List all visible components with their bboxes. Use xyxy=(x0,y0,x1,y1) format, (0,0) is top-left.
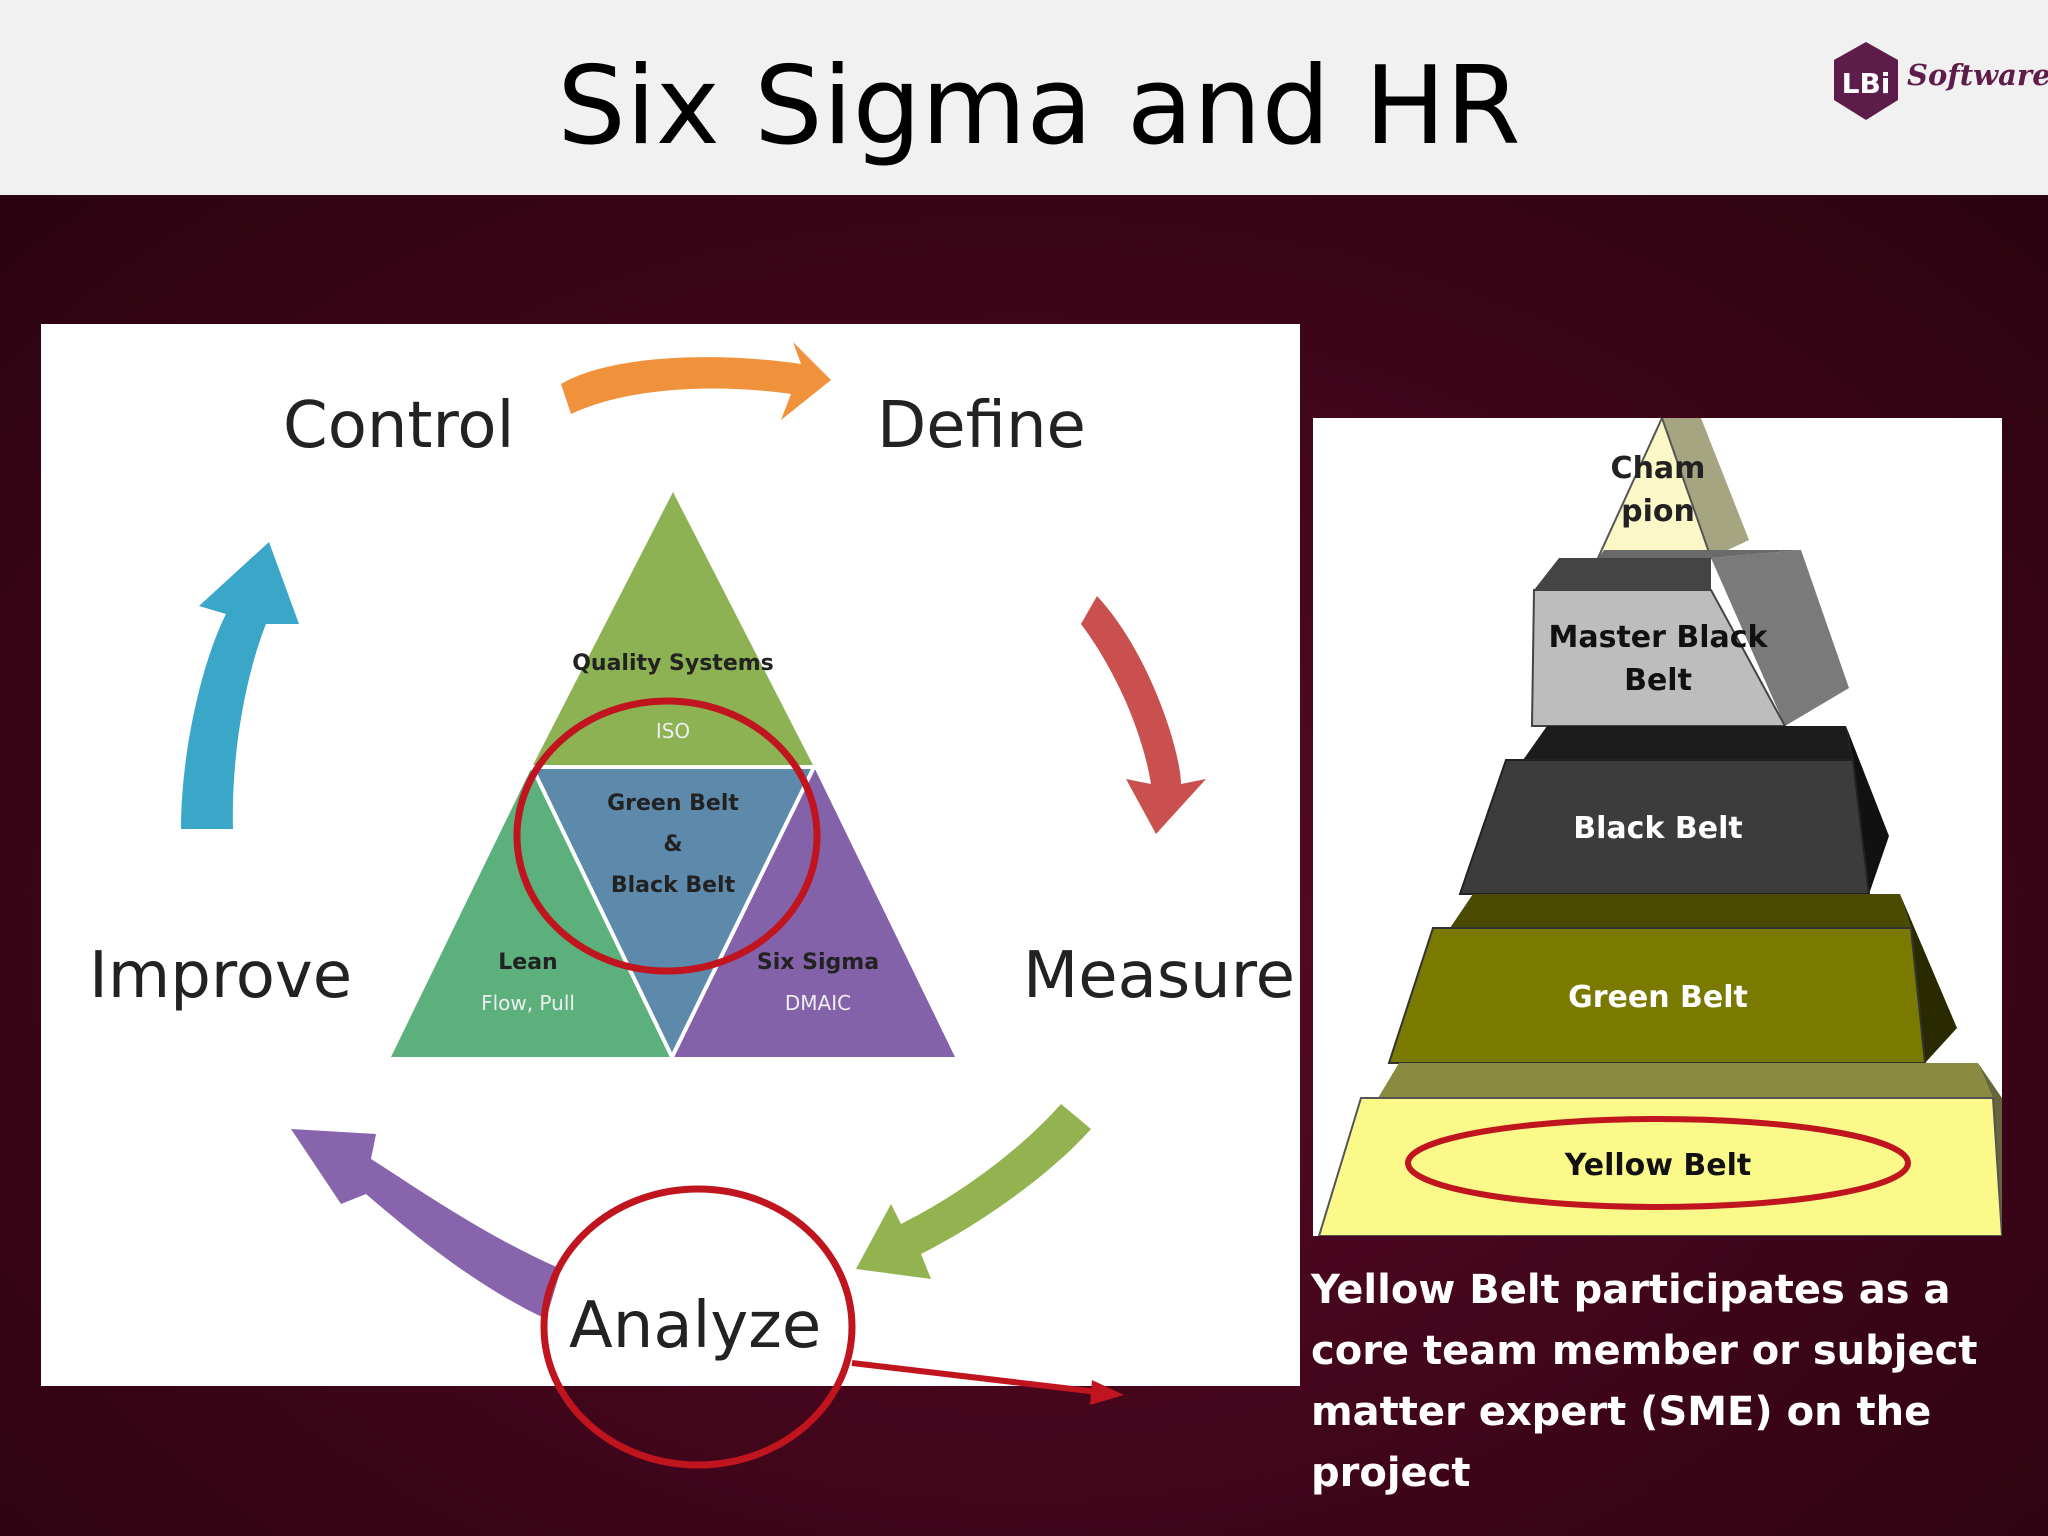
yellow-belt-tier-label: Yellow Belt xyxy=(1564,1148,1752,1183)
pyramid-svg: Cham pion Master Black Belt Black Belt G… xyxy=(1317,418,2002,1236)
dmaic-label: DMAIC xyxy=(785,991,851,1015)
flow-pull-label: Flow, Pull xyxy=(481,991,575,1015)
champion-label-2: pion xyxy=(1621,494,1695,529)
champion-label-1: Cham xyxy=(1611,451,1706,486)
black-belt-label: Black Belt xyxy=(611,873,736,898)
stage-control: Control xyxy=(283,389,515,463)
lbi-logo-icon: LBi xyxy=(1834,42,1898,120)
title-bar xyxy=(0,0,2048,195)
arrow-analyze-improve xyxy=(291,1129,561,1319)
master-label-2: Belt xyxy=(1624,663,1692,698)
arrow-define-measure xyxy=(1081,596,1206,834)
tier-green-side xyxy=(1900,894,1957,1063)
tier-master-back xyxy=(1598,550,1801,558)
black-belt-tier-label: Black Belt xyxy=(1573,811,1742,846)
master-label-1: Master Black xyxy=(1548,620,1768,655)
tier-black-top xyxy=(1523,726,1853,760)
highlight-ellipse-yellow xyxy=(1405,1116,1911,1210)
ampersand-label: & xyxy=(663,832,682,857)
arrow-control-define xyxy=(561,342,831,420)
arrow-improve-control xyxy=(181,542,299,829)
lean-label: Lean xyxy=(498,950,557,975)
yellow-belt-caption: Yellow Belt participates as a core team … xyxy=(1311,1267,1978,1496)
green-belt-label: Green Belt xyxy=(607,791,739,816)
cycle-svg: Quality Systems ISO Green Belt & Black B… xyxy=(181,342,1206,1319)
tier-black-side xyxy=(1846,726,1889,894)
six-sigma-label: Six Sigma xyxy=(757,950,879,975)
tier-master-side xyxy=(1711,550,1849,726)
triangle-center-belts xyxy=(528,765,818,1062)
green-belt-tier-label: Green Belt xyxy=(1568,980,1748,1015)
belt-pyramid-diagram: Cham pion Master Black Belt Black Belt G… xyxy=(1313,418,2002,1236)
stage-analyze: Analyze xyxy=(569,1289,822,1363)
quality-label: Quality Systems xyxy=(572,651,774,676)
tier-champion-side xyxy=(1662,418,1749,558)
triangle-right-sixsigma xyxy=(672,767,955,1057)
stage-measure: Measure xyxy=(1023,939,1295,1013)
tier-yellow-side xyxy=(1978,1063,2002,1236)
slide-title: Six Sigma and HR xyxy=(557,44,1521,169)
triangle-top-quality xyxy=(532,492,814,767)
iso-label: ISO xyxy=(656,719,690,743)
dmaic-cycle-diagram: Quality Systems ISO Green Belt & Black B… xyxy=(41,324,1300,1386)
arrow-measure-analyze xyxy=(856,1104,1091,1279)
tier-green-top xyxy=(1450,894,1911,928)
stage-improve: Improve xyxy=(89,939,353,1013)
stage-define: Define xyxy=(877,389,1086,463)
tier-master-top xyxy=(1534,558,1711,590)
triangle-left-lean xyxy=(391,767,672,1057)
tier-yellow-top xyxy=(1378,1063,1993,1098)
logo-mark: LBi xyxy=(1842,67,1891,100)
logo-text: Software xyxy=(1907,58,2048,92)
highlight-circle-belts xyxy=(513,697,821,975)
